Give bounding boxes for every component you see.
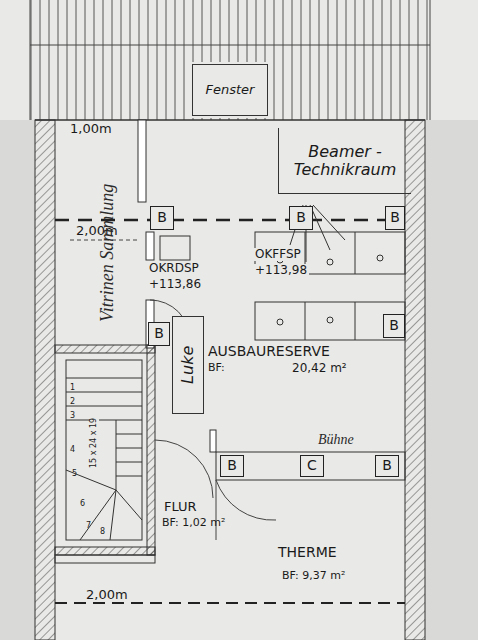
plan-label: 15 x 24 x 19 xyxy=(90,416,99,470)
plan-label: 1 xyxy=(70,384,75,393)
plan-label: OKFFSP xyxy=(253,248,303,261)
marker-box: B xyxy=(289,206,313,230)
node-text: Fenster xyxy=(206,83,255,97)
node-text: B xyxy=(154,326,164,341)
marker-box: B xyxy=(383,314,405,338)
plan-label: FLUR xyxy=(164,500,197,514)
node-text: Luke xyxy=(179,346,197,384)
handwritten-note: Bühne xyxy=(318,432,354,447)
marker-box: C xyxy=(300,455,324,477)
node-text: B xyxy=(389,318,399,333)
plan-label: BF: xyxy=(208,362,225,374)
plan-label: 2 xyxy=(70,398,75,407)
plan-label: 5 xyxy=(72,470,77,479)
plan-label: +113,98 xyxy=(253,264,309,277)
plan-label: 7 xyxy=(86,522,91,531)
node-text: B xyxy=(390,210,400,225)
marker-box: B xyxy=(150,206,174,230)
marker-box: B xyxy=(220,455,244,477)
plan-label: BF: 9,37 m² xyxy=(282,570,345,582)
plan-label: 3 xyxy=(70,412,75,421)
hatch-box: Luke xyxy=(172,316,204,414)
window-box: Fenster xyxy=(192,64,268,116)
node-text: B xyxy=(157,210,167,225)
marker-box: B xyxy=(375,455,399,477)
node-text: B xyxy=(227,458,237,473)
plan-label: OKRDSP xyxy=(149,262,199,275)
node-text: B xyxy=(296,210,306,225)
plan-label: 2,00m xyxy=(86,588,128,602)
plan-label: 20,42 m² xyxy=(292,362,347,375)
plan-label: BF: 1,02 m² xyxy=(162,517,225,529)
node-text: B xyxy=(382,458,392,473)
plan-label: 6 xyxy=(80,500,85,509)
plan-label: AUSBAURESERVE xyxy=(208,344,330,359)
plan-label: +113,86 xyxy=(149,278,201,291)
plan-label: 4 xyxy=(70,446,75,455)
node-text: C xyxy=(307,458,317,473)
marker-box: B xyxy=(148,322,170,346)
handwritten-note: Vitrinen Sammlung xyxy=(98,184,118,322)
node-text: Beamer -Technikraum xyxy=(279,143,411,178)
room-sketch: Beamer -Technikraum xyxy=(278,128,411,194)
plan-label: THERME xyxy=(278,545,337,560)
plan-label: 8 xyxy=(100,528,105,537)
plan-label: 1,00m xyxy=(70,122,112,136)
marker-box: B xyxy=(385,206,405,230)
